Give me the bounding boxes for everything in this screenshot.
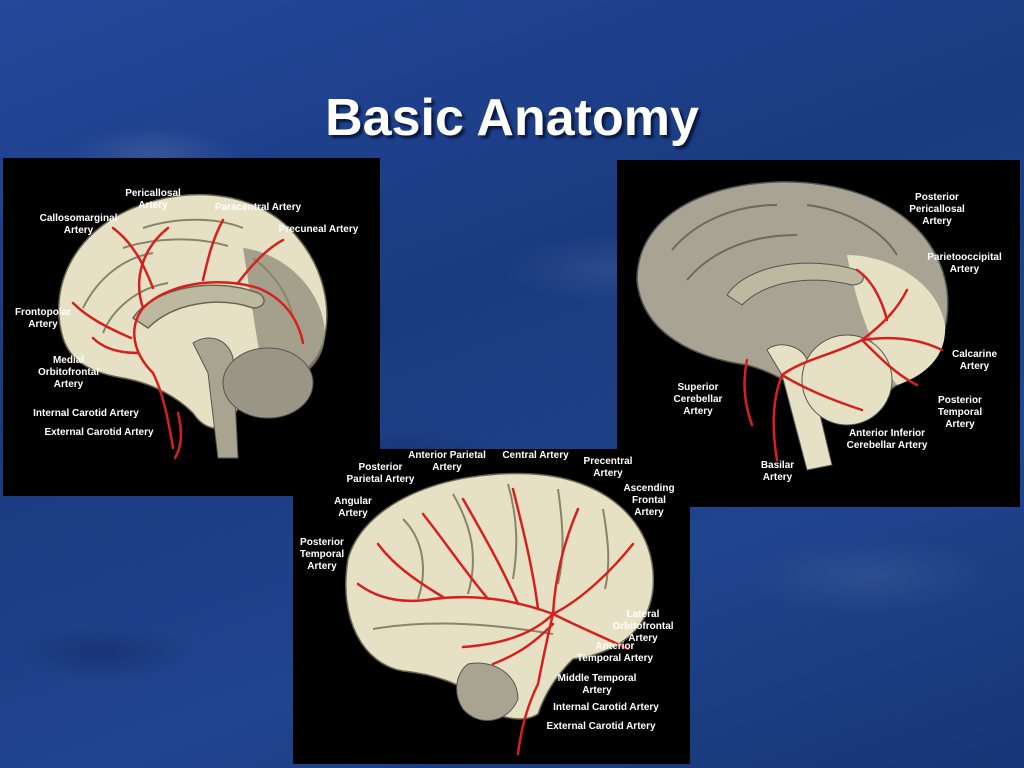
label-internal-carotid-artery: Internal Carotid Artery [33, 408, 139, 419]
medial-brain-illustration [58, 193, 328, 460]
label-anterior-temporal-artery: Anterior Temporal Artery [576, 641, 654, 664]
label-ascending-frontal-artery: Ascending Frontal Artery [623, 483, 675, 518]
lateral-brain-panel: Anterior Parietal Artery Central Artery … [293, 449, 690, 764]
label-posterior-temporal-artery: Posterior Temporal Artery [299, 537, 345, 572]
label-middle-temporal-artery: Middle Temporal Artery [557, 673, 637, 696]
label-frontopolar-artery: Frontopolar Artery [14, 307, 72, 330]
label-posterior-parietal-artery: Posterior Parietal Artery [346, 462, 415, 485]
label-external-carotid-artery-lateral: External Carotid Artery [546, 721, 656, 732]
label-superior-cerebellar-artery: Superior Cerebellar Artery [673, 382, 723, 417]
posterior-medial-brain-panel: Posterior Pericallosal Artery Parietoocc… [617, 160, 1020, 507]
label-callosomarginal-artery: Callosomarginal Artery [39, 213, 118, 236]
label-precuneal-artery: Precuneal Artery [278, 224, 359, 235]
label-medial-orbitofrontal-artery: Medial Orbitofrontal Artery [37, 355, 100, 390]
label-internal-carotid-artery-lateral: Internal Carotid Artery [553, 702, 659, 713]
slide-title: Basic Anatomy [325, 89, 699, 147]
label-lateral-orbitofrontal-artery: Lateral Orbitofrontal Artery [612, 609, 674, 644]
label-calcarine-artery: Calcarine Artery [951, 349, 998, 372]
label-posterior-pericallosal-artery: Posterior Pericallosal Artery [909, 192, 965, 227]
label-precentral-artery: Precentral Artery [583, 456, 633, 479]
label-anterior-parietal-artery: Anterior Parietal Artery [408, 450, 486, 473]
label-posterior-temporal-artery-right: Posterior Temporal Artery [937, 395, 983, 430]
label-basilar-artery: Basilar Artery [760, 460, 795, 483]
label-anterior-inferior-cerebellar-artery: Anterior Inferior Cerebellar Artery [846, 428, 928, 451]
label-pericallosal-artery: Pericallosal Artery [125, 188, 181, 211]
label-parietooccipital-artery: Parietooccipital Artery [927, 252, 1002, 275]
label-paracentral-artery: Paracentral Artery [214, 202, 302, 213]
label-external-carotid-artery: External Carotid Artery [44, 427, 154, 438]
lateral-brain-illustration [345, 472, 655, 756]
medial-brain-panel: Pericallosal Artery Paracentral Artery C… [3, 158, 380, 496]
posterior-medial-brain-illustration [636, 181, 949, 471]
label-central-artery: Central Artery [502, 450, 569, 461]
label-angular-artery: Angular Artery [334, 496, 372, 519]
